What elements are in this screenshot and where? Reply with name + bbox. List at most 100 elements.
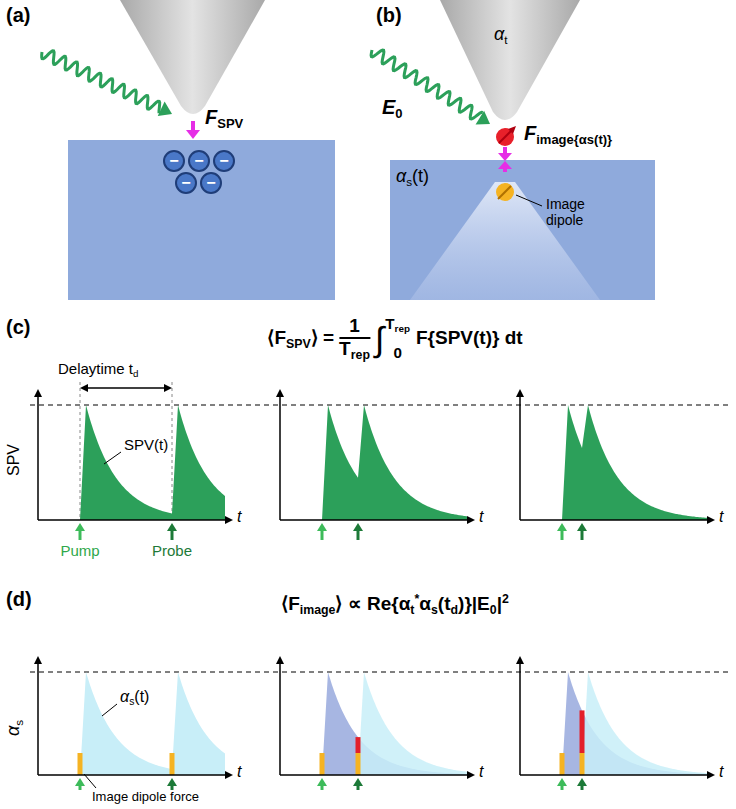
- label-text: ⟩ ∝ Re{α: [335, 593, 410, 614]
- dipole-arrow: [499, 130, 512, 143]
- label-text: s: [129, 696, 134, 707]
- image-dipole: [496, 183, 514, 201]
- text-group: t: [479, 763, 483, 781]
- saturation-line: [30, 405, 730, 406]
- guide-line: [80, 382, 81, 520]
- label-text: t: [719, 763, 723, 780]
- alpha-curve: [280, 672, 467, 775]
- text-group: αt: [494, 24, 508, 46]
- axis-arrowhead: [34, 656, 42, 664]
- label-text: rep: [395, 323, 410, 334]
- text-group: t: [237, 508, 241, 526]
- y-axis: [279, 662, 281, 775]
- label-text: α: [120, 688, 129, 705]
- axis-arrowhead: [276, 656, 284, 664]
- label-text: t: [504, 33, 507, 46]
- text-group: Image dipole force: [92, 790, 199, 805]
- text-group: E0: [382, 96, 403, 122]
- label-text: SPV: [217, 116, 243, 131]
- label-text: (a): [6, 4, 30, 26]
- x-axis: [280, 774, 469, 776]
- text-group: αs(t): [120, 688, 149, 708]
- axis-arrowhead: [516, 389, 524, 397]
- label-text: s: [587, 132, 594, 147]
- alpha-curve: [280, 672, 467, 775]
- x-axis: [38, 774, 227, 776]
- label-text: |: [497, 593, 502, 614]
- spv-curve: [38, 405, 225, 520]
- label-text: α: [494, 24, 504, 44]
- pulse-arrowhead: [75, 778, 85, 786]
- label-text: s: [406, 175, 412, 188]
- label-text: *: [414, 592, 419, 606]
- label-text: t: [237, 508, 241, 525]
- text-group: ⟨FSPV⟩ =1Trep∫Trep0F{SPV(t)} dt: [267, 316, 522, 362]
- text-group: (d): [6, 588, 32, 611]
- light-wave: [42, 51, 160, 114]
- electron-circle: −: [213, 150, 235, 172]
- pulse-arrowhead: [317, 778, 327, 786]
- pulse-arrowhead: [557, 523, 567, 531]
- electron-circle: −: [200, 172, 222, 194]
- label-text: F{SPV(t)} dt: [416, 327, 523, 348]
- force-bar: [320, 753, 325, 775]
- electron-sign: −: [206, 174, 215, 191]
- light-wave: [371, 50, 483, 119]
- label-text: (d): [6, 588, 32, 610]
- leader-line: [104, 452, 121, 464]
- label-text: α: [419, 593, 431, 614]
- x-axis: [520, 774, 709, 776]
- force-arrowhead: [498, 153, 512, 161]
- text-group: αs(t): [396, 166, 429, 188]
- pulse-arrowhead: [577, 778, 587, 786]
- text-group: Delaytime td: [58, 360, 138, 379]
- electron-circle: −: [175, 172, 197, 194]
- force-bar: [580, 753, 585, 775]
- label-text: 0: [395, 106, 402, 121]
- pulse-arrowhead: [167, 523, 177, 531]
- label-text: )}|E: [458, 593, 490, 614]
- light-arrowhead: [158, 102, 172, 116]
- pulse-arrowhead: [353, 523, 363, 531]
- sample: [68, 140, 335, 300]
- integral-limits: Trep0: [385, 316, 410, 362]
- text-group: t: [237, 763, 241, 781]
- label-text: Delaytime t: [58, 360, 133, 377]
- label-text: α: [396, 166, 406, 186]
- label-text: Pump: [60, 542, 99, 559]
- label-text: T: [339, 338, 351, 359]
- axis-arrowhead: [225, 771, 233, 779]
- label-text: t: [479, 508, 483, 525]
- y-axis: [37, 662, 39, 775]
- text-group: Image dipole: [546, 196, 608, 228]
- label-text: 0: [490, 603, 497, 617]
- label-text: ⟩ =: [311, 327, 334, 348]
- force-arrowhead: [498, 161, 512, 169]
- delay-arrowhead: [80, 384, 88, 392]
- label-text: d: [451, 603, 459, 617]
- label-text: {α: [574, 132, 587, 147]
- electron-sign: −: [169, 152, 178, 169]
- label-text: SPV(t): [124, 436, 168, 453]
- electron-circle: −: [188, 150, 210, 172]
- leader-line: [102, 704, 117, 716]
- delay-bracket: [86, 387, 166, 389]
- text-group: Pump: [60, 542, 99, 559]
- label-text: (t): [412, 166, 429, 186]
- label-text: Image dipole force: [92, 789, 199, 804]
- force-bar: [356, 737, 361, 753]
- label-text: ⟨F: [281, 593, 300, 614]
- text-group: t: [719, 508, 723, 526]
- text-group: FSPV: [205, 106, 243, 132]
- text-group: t: [719, 763, 723, 781]
- force-arrowhead: [186, 130, 200, 139]
- pulse-arrowhead: [167, 778, 177, 786]
- light-cone: [410, 182, 600, 300]
- text-group: Probe: [152, 542, 192, 559]
- label-text: image: [536, 132, 574, 147]
- label-text: Image dipole: [546, 196, 585, 228]
- label-text: ∫: [375, 320, 384, 358]
- text-group: SPV(t): [124, 436, 168, 453]
- y-axis: [519, 395, 521, 520]
- label-text: (c): [6, 316, 30, 338]
